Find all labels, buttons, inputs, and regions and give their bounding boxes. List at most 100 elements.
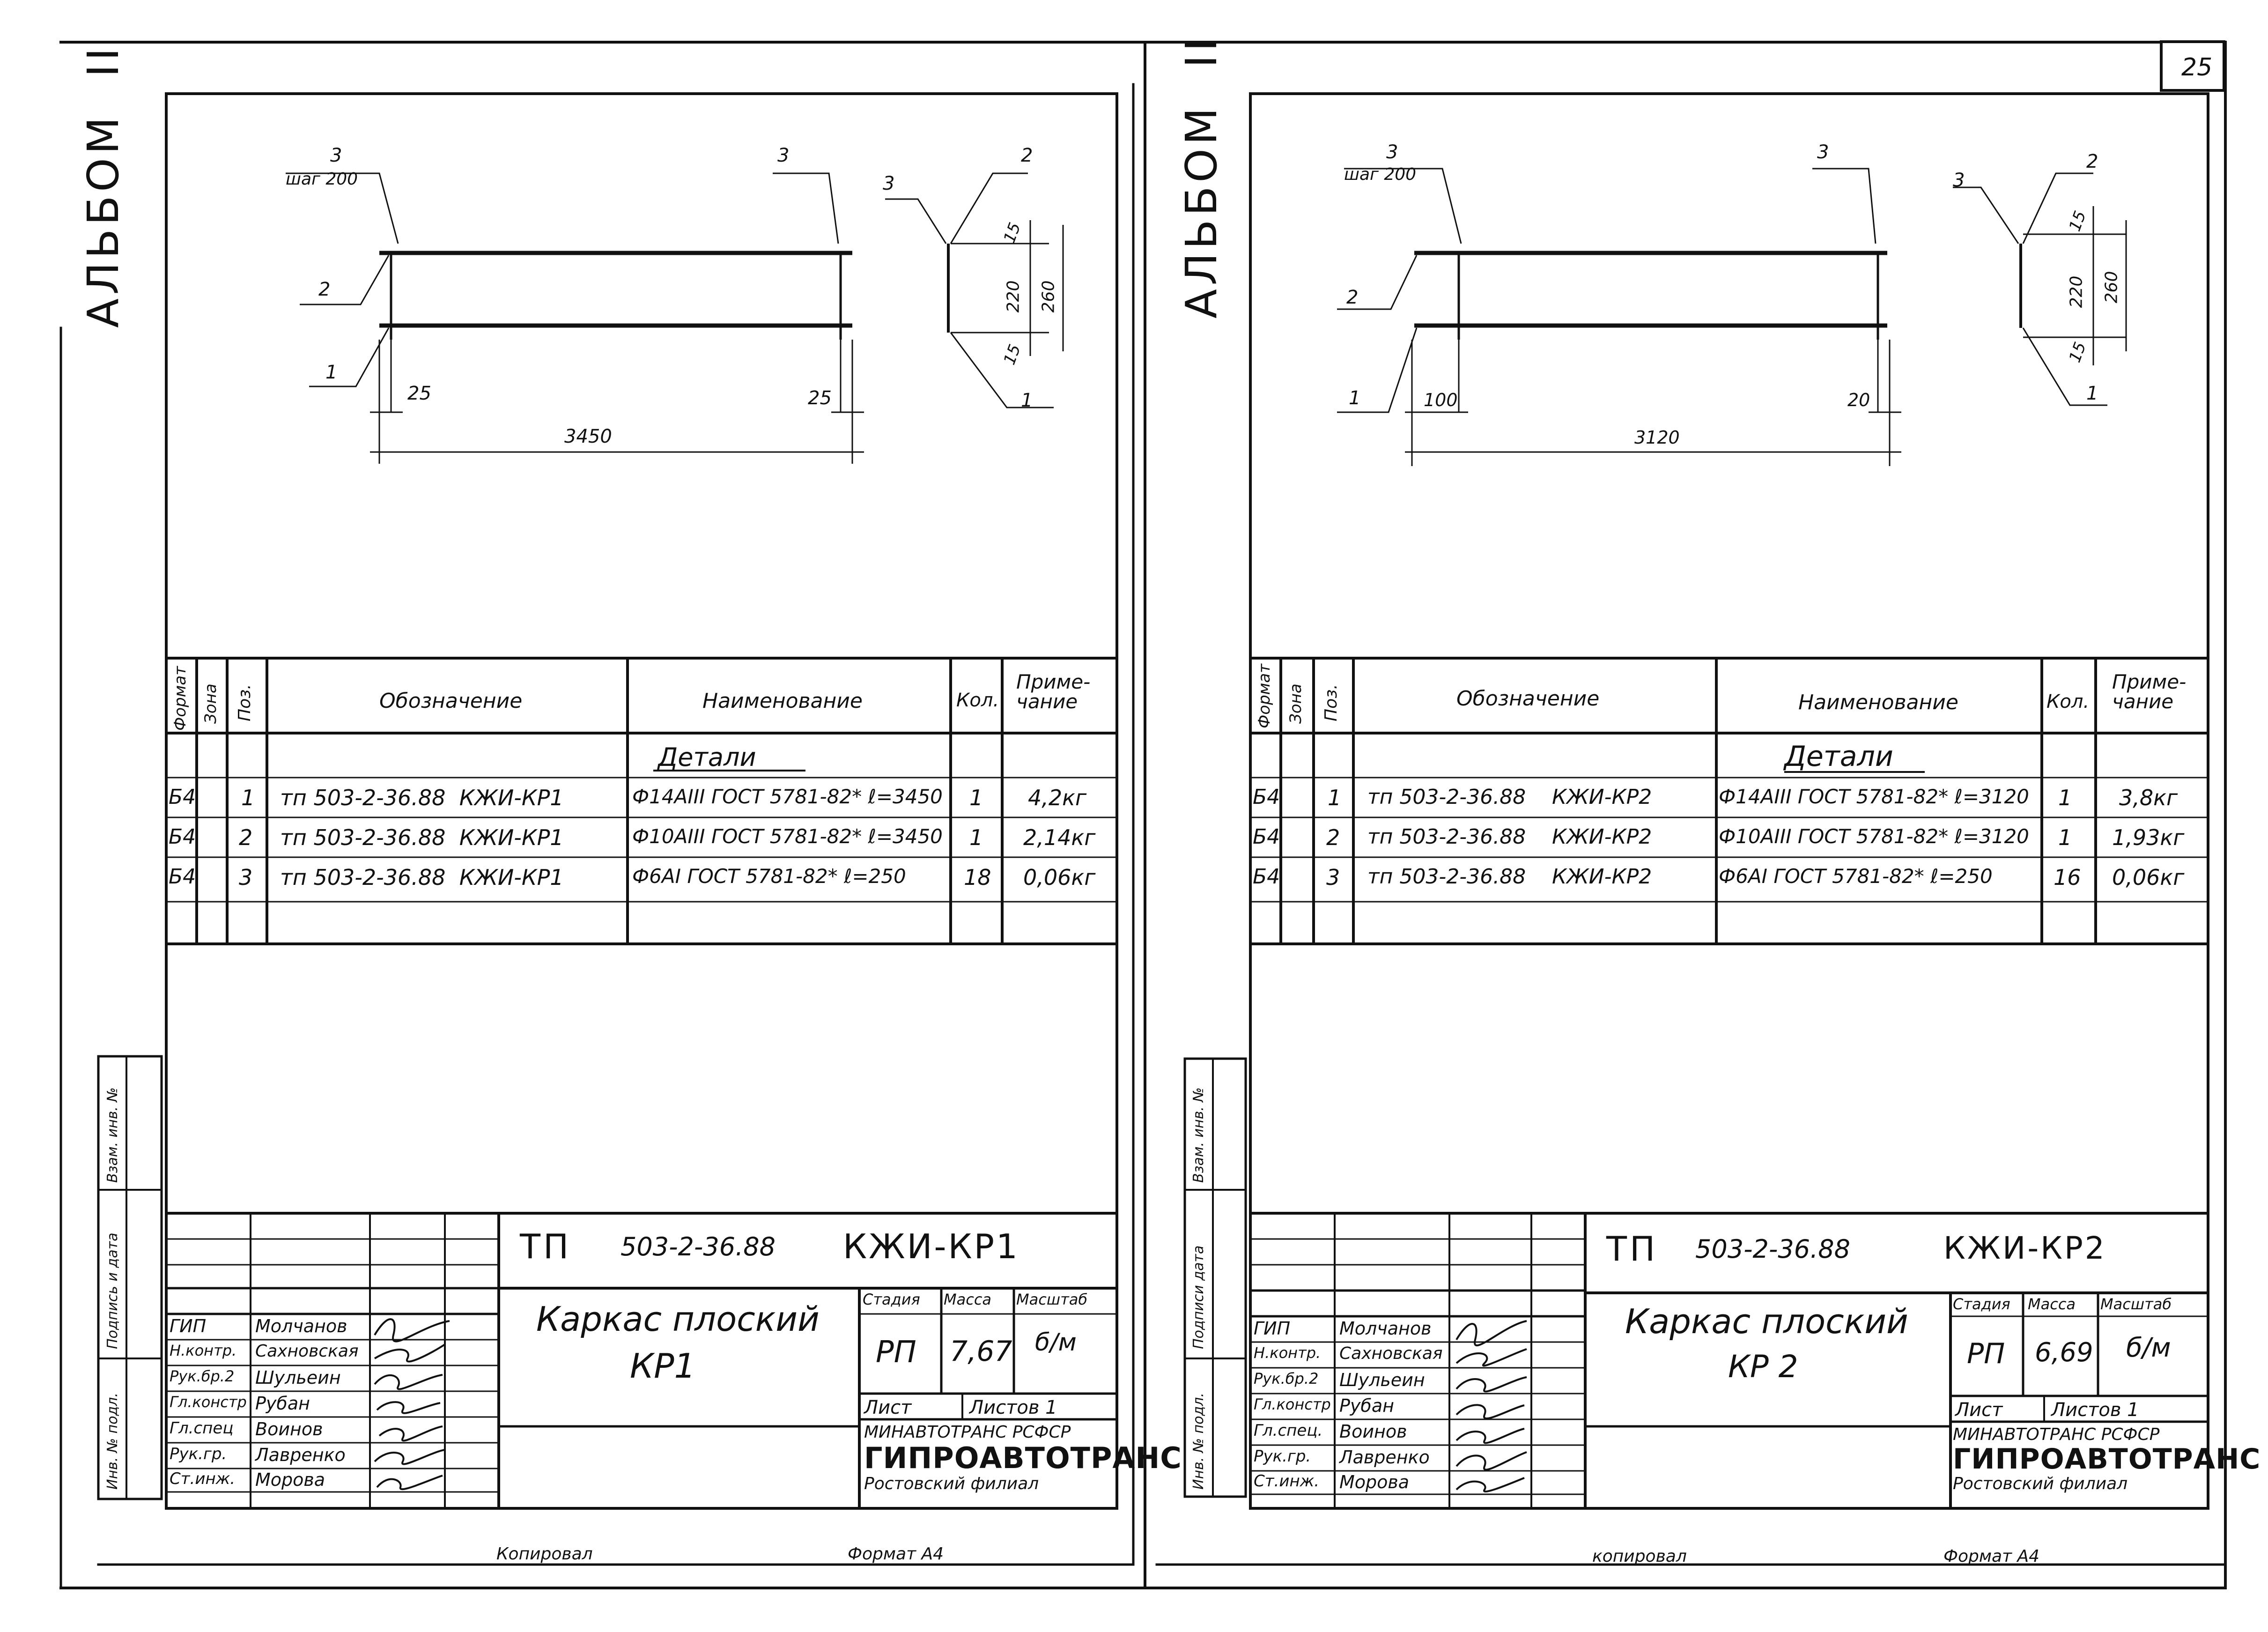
spec-row-3-format: Б4 bbox=[169, 865, 196, 889]
spec-header-designation-right: Обозначение bbox=[1456, 687, 1600, 711]
title-code-number: 503-2-36.88 bbox=[621, 1232, 776, 1261]
signer-name-3-right: Шульеин bbox=[1339, 1370, 1425, 1390]
spec-row-2-note-right: 1,93кг bbox=[2112, 825, 2185, 850]
signer-role-6-right: Рук.гр. bbox=[1254, 1447, 1311, 1466]
dim-right-offset: 25 bbox=[808, 387, 832, 409]
signer-name-4: Рубан bbox=[255, 1393, 310, 1414]
signer-name-4-right: Рубан bbox=[1339, 1395, 1394, 1416]
spec-section-title-right: Детали bbox=[1784, 740, 1893, 773]
stage-value: РП bbox=[876, 1335, 916, 1370]
spec-header-note-right: Приме- чание bbox=[2112, 670, 2187, 713]
scale-label: Масштаб bbox=[1016, 1291, 1088, 1308]
section-callout-2: 2 bbox=[1021, 145, 1033, 166]
title-code-mark: КЖИ-КР1 bbox=[843, 1227, 1019, 1266]
signer-name-7-right: Морова bbox=[1339, 1472, 1410, 1492]
spec-row-3-format-right: Б4 bbox=[1253, 865, 1280, 889]
footer-format: Формат А4 bbox=[848, 1544, 944, 1564]
signer-name-5-right: Воинов bbox=[1339, 1421, 1407, 1442]
callout-1: 1 bbox=[325, 362, 338, 383]
section-callout-1-right: 1 bbox=[2086, 383, 2098, 404]
callout-3-right-right: 3 bbox=[1817, 141, 1829, 163]
callout-3-step-right: шаг 200 bbox=[1344, 165, 1417, 184]
callout-3-right: 3 bbox=[777, 145, 790, 166]
signer-name-2-right: Сахновская bbox=[1339, 1344, 1443, 1363]
spec-header-qty: Кол. bbox=[956, 690, 999, 711]
dim-total: 3450 bbox=[564, 426, 612, 447]
title-code-prefix-right: ТП bbox=[1606, 1229, 1658, 1269]
signer-role-2: Н.контр. bbox=[170, 1342, 237, 1359]
dim-right-offset-right: 20 bbox=[1847, 390, 1870, 410]
callout-3-left-right: 3 bbox=[1386, 141, 1398, 163]
title-block-lines bbox=[166, 1212, 1117, 1508]
callout-3-left: 3 bbox=[330, 145, 342, 166]
spec-row-2-designation: тп 503-2-36.88 КЖИ-КР1 bbox=[280, 825, 564, 850]
spec-row-1-pos: 1 bbox=[241, 785, 255, 810]
page-number: 25 bbox=[2181, 53, 2213, 82]
title-name-line2: КР1 bbox=[630, 1346, 696, 1386]
spec-row-2-designation-right: тп 503-2-36.88 КЖИ-КР2 bbox=[1367, 825, 1652, 849]
signer-role-4-right: Гл.констр bbox=[1254, 1395, 1331, 1413]
spec-table-lines bbox=[166, 657, 1117, 945]
spec-row-2-name: Ф10АIII ГОСТ 5781-82* ℓ=3450 bbox=[632, 825, 943, 848]
stage-value-right: РП bbox=[1967, 1337, 2005, 1370]
spec-row-2-format: Б4 bbox=[169, 825, 196, 849]
spec-row-3-designation: тп 503-2-36.88 КЖИ-КР1 bbox=[280, 865, 564, 890]
scale-value: б/м bbox=[1035, 1328, 1077, 1357]
spec-row-3-note: 0,06кг bbox=[1023, 865, 1096, 890]
signer-name-2: Сахновская bbox=[255, 1342, 359, 1361]
sheet-left: АЛЬБОМ II bbox=[78, 44, 1182, 1564]
signer-role-3-right: Рук.бр.2 bbox=[1254, 1370, 1319, 1387]
spec-row-2-note: 2,14кг bbox=[1023, 825, 1096, 850]
page-number-box: 25 bbox=[2160, 40, 2225, 92]
reinforcement-drawing bbox=[165, 92, 1118, 1510]
spec-row-1-designation: тп 503-2-36.88 КЖИ-КР1 bbox=[280, 785, 564, 810]
dim-total-right: 3120 bbox=[1634, 427, 1680, 448]
stage-label: Стадия bbox=[863, 1291, 920, 1308]
signer-role-4: Гл.констр bbox=[170, 1393, 247, 1411]
section-callout-3-right: 3 bbox=[1953, 170, 1965, 191]
org-line-2-right: ГИПРОАВТОТРАНС bbox=[1953, 1443, 2261, 1476]
signer-role-1-right: ГИП bbox=[1254, 1318, 1291, 1339]
signer-name-1: Молчанов bbox=[255, 1316, 347, 1336]
scale-label-right: Масштаб bbox=[2100, 1295, 2172, 1313]
spec-section-title: Детали bbox=[658, 742, 756, 772]
signer-role-7-right: Ст.инж. bbox=[1254, 1472, 1320, 1491]
signer-role-5: Гл.спец bbox=[170, 1419, 234, 1438]
spec-header-note: Приме- чание bbox=[1016, 670, 1091, 713]
spec-row-1-designation-right: тп 503-2-36.88 КЖИ-КР2 bbox=[1367, 785, 1652, 809]
spec-row-3-pos: 3 bbox=[239, 865, 253, 890]
sheets-label-right: Листов 1 bbox=[2051, 1399, 2139, 1421]
callout-2: 2 bbox=[318, 279, 331, 300]
spec-header-name-right: Наименование bbox=[1798, 690, 1958, 714]
signer-role-3: Рук.бр.2 bbox=[170, 1367, 235, 1385]
spec-row-1-note-right: 3,8кг bbox=[2119, 785, 2178, 810]
org-line-3-right: Ростовский филиал bbox=[1953, 1474, 2128, 1493]
spec-row-2-pos-right: 2 bbox=[1326, 825, 1340, 850]
signer-role-5-right: Гл.спец. bbox=[1254, 1421, 1323, 1440]
signer-name-6: Лавренко bbox=[255, 1445, 346, 1465]
spec-row-1-format-right: Б4 bbox=[1253, 785, 1280, 809]
dim-left-offset-right: 100 bbox=[1424, 390, 1458, 410]
signer-name-6-right: Лавренко bbox=[1339, 1447, 1430, 1468]
spec-row-1-format: Б4 bbox=[169, 785, 196, 809]
mass-value-right: 6,69 bbox=[2035, 1337, 2093, 1368]
spec-row-1-name-right: Ф14АIII ГОСТ 5781-82* ℓ=3120 bbox=[1719, 785, 2029, 808]
org-line-1-right: МИНАВТОТРАНС РСФСР bbox=[1953, 1425, 2160, 1444]
spec-row-2-qty-right: 1 bbox=[2058, 825, 2072, 850]
spec-row-3-qty-right: 16 bbox=[2054, 865, 2081, 890]
mass-label-right: Масса bbox=[2028, 1295, 2076, 1313]
footer-format-right: Формат А4 bbox=[1943, 1547, 2040, 1566]
side-strip-lines bbox=[97, 1055, 163, 1500]
mass-label: Масса bbox=[944, 1291, 992, 1308]
footer-copied: Копировал bbox=[496, 1544, 593, 1564]
mass-value: 7,67 bbox=[950, 1335, 1012, 1368]
scale-value-right: б/м bbox=[2126, 1333, 2171, 1363]
signer-name-5: Воинов bbox=[255, 1419, 323, 1439]
spec-row-2-name-right: Ф10АIII ГОСТ 5781-82* ℓ=3120 bbox=[1719, 825, 2029, 848]
org-line-1: МИНАВТОТРАНС РСФСР bbox=[864, 1423, 1071, 1442]
